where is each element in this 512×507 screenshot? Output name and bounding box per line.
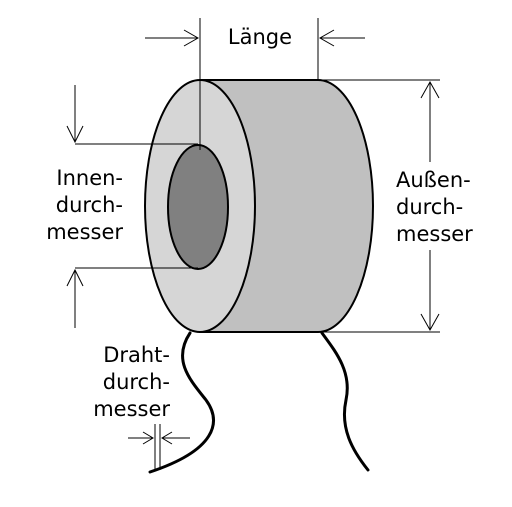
inner-diameter-label-line-1: Innen- bbox=[56, 166, 123, 190]
outer-diameter-label-line-1: Außen- bbox=[396, 168, 471, 192]
length-dimension bbox=[145, 18, 365, 150]
coil-wires bbox=[148, 331, 370, 474]
inner-diameter-label-line-3: messer bbox=[46, 220, 123, 244]
wire-diameter-dimension bbox=[128, 424, 190, 470]
left-wire bbox=[148, 331, 215, 474]
coil-cylinder bbox=[144, 79, 374, 333]
wire-diameter-label-line-3: messer bbox=[93, 397, 170, 421]
outer-diameter-dimension bbox=[318, 79, 440, 333]
wire-diameter-label-line-2: durch- bbox=[102, 370, 170, 394]
inner-hole bbox=[167, 144, 229, 270]
inner-diameter-label-line-2: durch- bbox=[55, 193, 123, 217]
outer-diameter-label-line-2: durch- bbox=[396, 195, 464, 219]
wire-diameter-label-line-1: Draht- bbox=[103, 343, 170, 367]
length-label: Länge bbox=[227, 25, 293, 49]
right-wire bbox=[320, 331, 370, 472]
outer-diameter-label-line-3: messer bbox=[396, 222, 473, 246]
inner-diameter-dimension bbox=[66, 85, 198, 328]
